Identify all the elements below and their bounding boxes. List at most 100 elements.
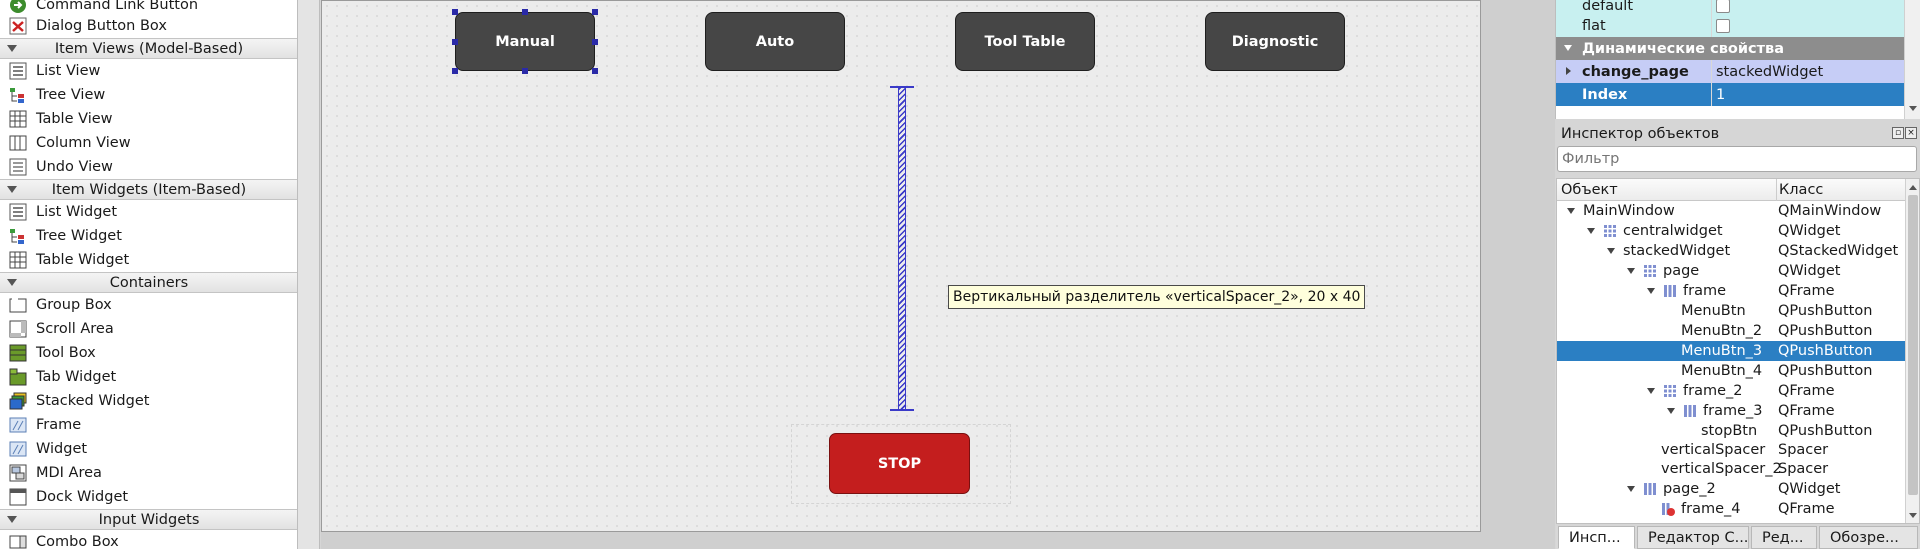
tree-row[interactable]: MenuBtn_4 QPushButton <box>1557 361 1905 381</box>
default-checkbox[interactable] <box>1716 0 1730 13</box>
column-header-class[interactable]: Класс <box>1776 179 1823 201</box>
widget-item-tree-widget[interactable]: Tree Widget <box>0 224 297 248</box>
expand-arrow-icon[interactable] <box>1647 288 1655 294</box>
object-name: centralwidget <box>1623 223 1723 239</box>
selection-handle[interactable] <box>452 39 458 45</box>
property-row-default[interactable]: default <box>1556 0 1904 17</box>
tree-row[interactable]: MainWindow QMainWindow <box>1557 201 1905 221</box>
expand-arrow-icon[interactable] <box>1647 388 1655 394</box>
column-header-object[interactable]: Объект <box>1561 182 1618 198</box>
tree-row[interactable]: stackedWidget QStackedWidget <box>1557 241 1905 261</box>
tree-row[interactable]: page_2 QWidget <box>1557 479 1905 499</box>
tab-signal-slot-editor[interactable]: Редактор С... <box>1637 526 1749 549</box>
tree-row[interactable]: frame_4 QFrame <box>1557 499 1905 519</box>
tree-row[interactable]: centralwidget QWidget <box>1557 221 1905 241</box>
widget-box-scrollbar[interactable] <box>298 0 320 549</box>
widget-item-list-widget[interactable]: List Widget <box>0 200 297 224</box>
widget-item-undo-view[interactable]: Undo View <box>0 155 297 179</box>
property-row-flat[interactable]: flat <box>1556 14 1904 37</box>
scroll-up-icon[interactable] <box>1909 185 1917 190</box>
widget-item-list-view[interactable]: List View <box>0 59 297 83</box>
property-value[interactable]: 1 <box>1711 83 1904 106</box>
selection-handle[interactable] <box>452 9 458 15</box>
selection-handle[interactable] <box>592 39 598 45</box>
vertical-spacer[interactable] <box>890 86 914 411</box>
tree-row[interactable]: verticalSpacer Spacer <box>1557 440 1905 460</box>
tree-row[interactable]: page QWidget <box>1557 261 1905 281</box>
tree-scrollbar[interactable] <box>1905 179 1919 523</box>
object-name: MenuBtn_3 <box>1681 343 1763 359</box>
widget-item-table-view[interactable]: Table View <box>0 107 297 131</box>
selection-handle[interactable] <box>592 68 598 74</box>
close-icon[interactable]: × <box>1905 127 1917 139</box>
tree-row[interactable]: frame_2 QFrame <box>1557 381 1905 401</box>
spacer-tooltip: Вертикальный разделитель «verticalSpacer… <box>948 285 1366 309</box>
stop-button[interactable]: STOP <box>829 433 970 494</box>
tree-row[interactable]: frame QFrame <box>1557 281 1905 301</box>
widget-item-widget[interactable]: Widget <box>0 437 297 461</box>
dynamic-properties-header[interactable]: Динамические свойства <box>1556 37 1904 60</box>
expand-arrow-icon[interactable] <box>1667 408 1675 414</box>
tab-action-editor[interactable]: Ред... <box>1751 526 1817 549</box>
float-icon[interactable]: ▫ <box>1892 127 1904 139</box>
property-scrollbar[interactable] <box>1904 0 1920 119</box>
widget-item-command-link-button[interactable]: Command Link Button <box>0 0 297 17</box>
tree-row-selected[interactable]: MenuBtn_3 QPushButton <box>1557 341 1905 361</box>
property-row-change-page[interactable]: change_page stackedWidget <box>1556 60 1904 83</box>
widget-item-combo-box[interactable]: Combo Box <box>0 530 297 549</box>
widget-item-dock-widget[interactable]: Dock Widget <box>0 485 297 509</box>
tab-resource-browser[interactable]: Обозре... <box>1819 526 1918 549</box>
widget-icon <box>8 440 28 458</box>
menu-button-manual[interactable]: Manual <box>455 12 595 71</box>
widget-item-label: Group Box <box>36 297 112 313</box>
widget-item-column-view[interactable]: Column View <box>0 131 297 155</box>
tool-box-icon <box>8 344 28 362</box>
widget-item-scroll-area[interactable]: Scroll Area <box>0 317 297 341</box>
menu-button-diagnostic[interactable]: Diagnostic <box>1205 12 1345 71</box>
scroll-down-icon[interactable] <box>1909 106 1917 111</box>
group-box-icon <box>8 296 28 314</box>
expand-arrow-icon <box>1566 67 1571 75</box>
expand-arrow-icon[interactable] <box>1587 228 1595 234</box>
tree-row[interactable]: MenuBtn_2 QPushButton <box>1557 321 1905 341</box>
tree-row[interactable]: stopBtn QPushButton <box>1557 421 1905 441</box>
tree-row[interactable]: verticalSpacer_2 Spacer <box>1557 459 1905 479</box>
widget-item-label: Widget <box>36 441 88 457</box>
expand-arrow-icon[interactable] <box>1627 268 1635 274</box>
object-filter-input[interactable] <box>1557 146 1917 172</box>
tree-row[interactable]: frame_3 QFrame <box>1557 401 1905 421</box>
selection-handle[interactable] <box>522 68 528 74</box>
widget-item-frame[interactable]: Frame <box>0 413 297 437</box>
widget-item-table-widget[interactable]: Table Widget <box>0 248 297 272</box>
category-containers[interactable]: Containers <box>0 272 297 293</box>
widget-item-label: Tool Box <box>36 345 96 361</box>
flat-checkbox[interactable] <box>1716 18 1730 33</box>
widget-item-mdi-area[interactable]: MDI Area <box>0 461 297 485</box>
selection-handle[interactable] <box>452 68 458 74</box>
scroll-down-icon[interactable] <box>1909 513 1917 518</box>
widget-item-group-box[interactable]: Group Box <box>0 293 297 317</box>
stop-frame[interactable] <box>791 424 1011 504</box>
selection-handle[interactable] <box>522 9 528 15</box>
menu-button-tool-table[interactable]: Tool Table <box>955 12 1095 71</box>
property-row-index[interactable]: Index 1 <box>1556 83 1904 106</box>
expand-arrow-icon[interactable] <box>1627 486 1635 492</box>
widget-item-tool-box[interactable]: Tool Box <box>0 341 297 365</box>
category-input-widgets[interactable]: Input Widgets <box>0 509 297 530</box>
category-item-widgets[interactable]: Item Widgets (Item-Based) <box>0 179 297 200</box>
widget-item-label: Column View <box>36 135 131 151</box>
tree-row[interactable]: MenuBtn QPushButton <box>1557 301 1905 321</box>
expand-arrow-icon[interactable] <box>1607 248 1615 254</box>
widget-item-tab-widget[interactable]: Tab Widget <box>0 365 297 389</box>
scroll-thumb[interactable] <box>1908 195 1918 495</box>
selection-handle[interactable] <box>592 9 598 15</box>
tab-object-inspector[interactable]: Инсп... <box>1558 526 1635 549</box>
menu-button-auto[interactable]: Auto <box>705 12 845 71</box>
widget-item-tree-view[interactable]: Tree View <box>0 83 297 107</box>
expand-arrow-icon[interactable] <box>1567 208 1575 214</box>
category-item-views[interactable]: Item Views (Model-Based) <box>0 38 297 59</box>
widget-item-stacked-widget[interactable]: Stacked Widget <box>0 389 297 413</box>
property-value[interactable]: stackedWidget <box>1711 60 1904 83</box>
widget-item-dialog-button-box[interactable]: Dialog Button Box <box>0 14 297 38</box>
